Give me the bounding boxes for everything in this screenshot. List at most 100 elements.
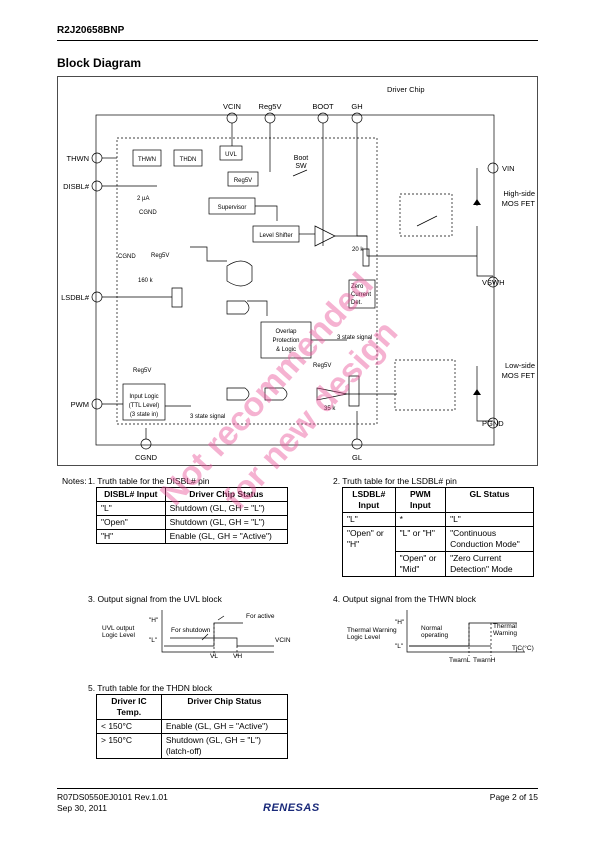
svg-text:Supervisor: Supervisor xyxy=(218,205,247,211)
pin-label-lsdbl: LSDBL# xyxy=(61,293,90,302)
svg-text:VH: VH xyxy=(233,653,242,660)
low-side-label-1: Low-side xyxy=(505,361,535,370)
svg-text:Current: Current xyxy=(351,292,371,298)
doc-number: R07DS0550EJ0101 Rev.1.01 xyxy=(57,792,168,802)
svg-text:TjC(°C): TjC(°C) xyxy=(512,644,534,652)
gh-pin xyxy=(351,112,363,124)
vcin-pin xyxy=(226,112,238,124)
svg-text:TwarnH: TwarnH xyxy=(473,657,496,664)
svg-text:3 state signal: 3 state signal xyxy=(337,335,372,341)
cgnd-pin xyxy=(140,438,152,450)
thwn-pin xyxy=(91,152,103,164)
svg-text:CGND: CGND xyxy=(139,210,157,216)
header-rule xyxy=(57,40,538,41)
svg-text:Logic Level: Logic Level xyxy=(102,632,135,639)
svg-text:TwarnL: TwarnL xyxy=(449,657,471,664)
svg-text:Thermal: Thermal xyxy=(493,623,517,630)
pin-label-disbl: DISBL# xyxy=(63,182,90,191)
svg-text:CGND: CGND xyxy=(118,254,136,260)
svg-text:VL: VL xyxy=(210,653,218,660)
driver-chip-outline xyxy=(116,137,378,425)
svg-text:"H": "H" xyxy=(395,619,405,626)
high-side-label-1: High-side xyxy=(503,189,535,198)
renesas-logo: RENESAS xyxy=(263,802,320,814)
svg-text:UVL output: UVL output xyxy=(102,625,134,632)
pin-label-pgnd: PGND xyxy=(482,419,504,428)
boot-pin xyxy=(317,112,329,124)
svg-text:THDN: THDN xyxy=(180,157,197,163)
thwn-output-figure: Thermal Warning Logic Level "H" "L" Norm… xyxy=(347,610,534,664)
uvl-output-figure: UVL output Logic Level "H" "L" For activ… xyxy=(102,610,291,660)
svg-text:VCIN: VCIN xyxy=(275,637,291,644)
pin-label-cgnd: CGND xyxy=(135,453,158,462)
section-title: Block Diagram xyxy=(57,56,142,70)
pwm-pin xyxy=(91,398,103,410)
svg-text:Thermal Warning: Thermal Warning xyxy=(347,627,397,634)
svg-text:20 k: 20 k xyxy=(352,247,364,253)
svg-text:Reg5V: Reg5V xyxy=(133,368,151,374)
pin-label-reg5v: Reg5V xyxy=(259,102,282,111)
thdn-truth-table: Driver IC Temp.Driver Chip Status < 150°… xyxy=(96,694,289,759)
package-outline xyxy=(95,114,495,446)
svg-text:Det.: Det. xyxy=(351,300,362,306)
svg-text:Warning: Warning xyxy=(493,630,517,637)
svg-text:& Logic: & Logic xyxy=(276,347,296,353)
pin-label-vswh: VSWH xyxy=(482,278,505,287)
svg-text:Protection: Protection xyxy=(272,338,299,344)
svg-text:Reg5V: Reg5V xyxy=(234,178,252,184)
svg-text:"H": "H" xyxy=(149,617,159,624)
page-number: Page 2 of 15 xyxy=(489,792,538,802)
svg-text:2 µA: 2 µA xyxy=(137,196,149,202)
note-2-title: 2. Truth table for the LSDBL# pin xyxy=(333,476,457,486)
notes-label: Notes: xyxy=(62,476,87,486)
svg-text:Logic Level: Logic Level xyxy=(347,634,380,641)
svg-text:(3 state in): (3 state in) xyxy=(130,412,158,418)
lsdbl-pin xyxy=(91,291,103,303)
svg-text:Reg5V: Reg5V xyxy=(313,363,331,369)
vin-pin xyxy=(487,162,499,174)
svg-text:Overlap: Overlap xyxy=(275,329,297,335)
diagram-frame xyxy=(57,76,538,466)
svg-text:Normal: Normal xyxy=(421,625,443,632)
note-3-title: 3. Output signal from the UVL block xyxy=(88,594,222,604)
pin-label-boot: BOOT xyxy=(312,102,334,111)
note-5-title: 5. Truth table for the THDN block xyxy=(88,683,213,693)
note-4-title: 4. Output signal from the THWN block xyxy=(333,594,476,604)
svg-text:"L": "L" xyxy=(395,643,404,650)
svg-text:THWN: THWN xyxy=(138,157,156,163)
high-side-label-2: MOS FET xyxy=(502,199,536,208)
pin-label-vcin: VCIN xyxy=(223,102,241,111)
svg-text:For active: For active xyxy=(246,613,275,620)
svg-text:"L": "L" xyxy=(149,637,158,644)
note-1-title: 1. Truth table for the DISBL# pin xyxy=(88,476,210,486)
svg-text:(TTL Level): (TTL Level) xyxy=(129,403,159,409)
reg5v-pin xyxy=(264,112,276,124)
svg-text:Zero: Zero xyxy=(351,284,364,290)
pgnd-pin xyxy=(487,417,499,429)
svg-text:Reg5V: Reg5V xyxy=(151,253,169,259)
svg-text:Input Logic: Input Logic xyxy=(129,394,158,400)
pin-label-thwn: THWN xyxy=(67,154,90,163)
pin-label-pwm: PWM xyxy=(71,400,89,409)
svg-text:operating: operating xyxy=(421,632,448,639)
pin-label-gl: GL xyxy=(352,453,362,462)
part-number: R2J20658BNP xyxy=(57,25,125,36)
svg-text:For shutdown: For shutdown xyxy=(171,627,211,634)
doc-date: Sep 30, 2011 xyxy=(57,803,107,813)
gl-pin xyxy=(351,438,363,450)
svg-text:UVL: UVL xyxy=(225,152,237,158)
pin-label-vin: VIN xyxy=(502,164,515,173)
svg-text:160 k: 160 k xyxy=(138,278,154,284)
svg-text:SW: SW xyxy=(295,163,307,170)
vswh-pin xyxy=(487,276,499,288)
svg-text:Level Shifter: Level Shifter xyxy=(259,233,292,239)
footer-rule xyxy=(57,788,538,789)
pin-label-gh: GH xyxy=(351,102,362,111)
disbl-pin xyxy=(91,180,103,192)
block-diagram: Driver Chip VCIN Reg5V BOOT GH THWN DISB… xyxy=(57,76,538,466)
svg-text:3 state signal: 3 state signal xyxy=(190,414,225,420)
low-side-label-2: MOS FET xyxy=(502,371,536,380)
svg-text:Boot: Boot xyxy=(294,155,308,162)
